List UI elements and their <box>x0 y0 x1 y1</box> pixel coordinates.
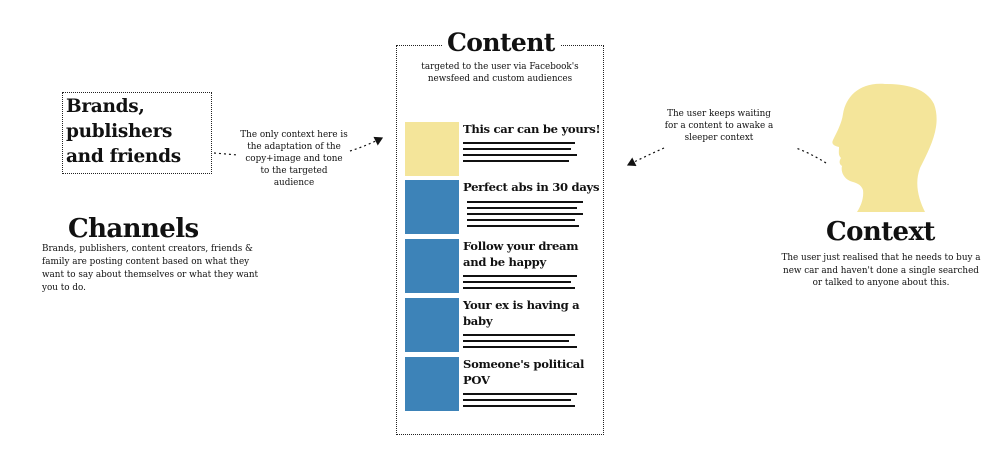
text-line <box>463 346 577 349</box>
post-thumbnail <box>405 122 459 176</box>
context-title: Context <box>826 217 935 247</box>
text-line <box>467 225 579 228</box>
channels-description: Brands, publishers, content creators, fr… <box>42 244 259 293</box>
waiting-note: The user keeps waiting for a content to … <box>664 109 774 143</box>
text-line <box>467 207 577 210</box>
arrow-to-content <box>349 136 384 152</box>
text-line <box>463 154 577 157</box>
text-line <box>463 334 575 337</box>
text-line <box>463 405 575 408</box>
post-thumbnail <box>405 180 459 234</box>
connector-line <box>213 152 239 156</box>
post-title: This car can be yours! <box>463 122 601 136</box>
post-title: Perfect abs in 30 days <box>463 180 600 194</box>
context-description: The user just realised that he needs to … <box>781 253 981 288</box>
head-silhouette-icon <box>832 83 937 212</box>
text-line <box>463 393 577 396</box>
content-title: Content <box>442 28 560 58</box>
post-thumbnail <box>405 239 459 293</box>
text-line <box>467 201 583 204</box>
text-line <box>463 340 569 343</box>
channel-context-note: The only context here is the adaptation … <box>240 130 348 188</box>
text-line <box>463 399 571 402</box>
post-title: Someone's political POV <box>463 357 585 387</box>
text-line <box>463 287 575 290</box>
text-line <box>463 148 571 151</box>
brands-box <box>62 92 212 174</box>
text-line <box>463 142 575 145</box>
connector-line <box>795 147 827 164</box>
text-line <box>467 219 575 222</box>
text-line <box>467 213 583 216</box>
text-line <box>463 160 569 163</box>
text-line <box>463 281 571 284</box>
post-thumbnail <box>405 357 459 411</box>
content-subtitle: targeted to the user via Facebook's news… <box>421 62 579 84</box>
channels-title: Channels <box>68 214 199 244</box>
post-title: Follow your dream and be happy <box>463 239 579 269</box>
post-thumbnail <box>405 298 459 352</box>
post-title: Your ex is having a baby <box>463 298 580 328</box>
brands-label: Brands, publishers and friends <box>66 96 181 167</box>
text-line <box>463 275 577 278</box>
arrow-from-context <box>626 147 665 167</box>
